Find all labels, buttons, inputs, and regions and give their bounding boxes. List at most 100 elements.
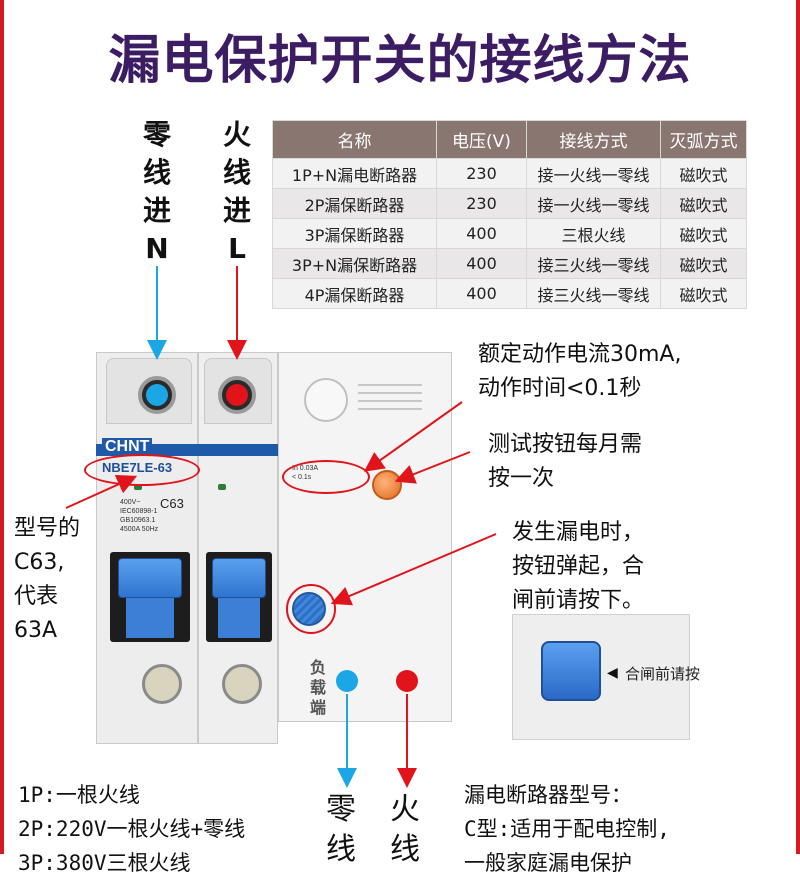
- annotation-line: 63A: [14, 618, 58, 643]
- load-side-char: 端: [309, 698, 326, 717]
- table-cell: 接一火线一零线: [526, 188, 661, 219]
- vent-cap: [304, 378, 348, 422]
- table-cell: 3P+N漏保断路器: [272, 248, 437, 279]
- vent-grille: [358, 400, 422, 402]
- live-in-char: 火: [222, 118, 251, 151]
- table-cell: 磁吹式: [660, 218, 747, 249]
- neutral-in-char: N: [145, 232, 169, 265]
- live-marker-dot: [226, 384, 248, 406]
- leakage-reset-annotation: 发生漏电时， 按钮弹起，合 闸前请按下。: [512, 516, 644, 618]
- vent-grille: [358, 408, 422, 410]
- pole-line: 1P:一根火线: [18, 783, 140, 807]
- closeup-label: 合闸前请按: [625, 665, 701, 683]
- neutral-toggle-handle[interactable]: [118, 558, 182, 598]
- live-toggle-handle[interactable]: [212, 558, 266, 598]
- live-out-terminal: [222, 664, 262, 704]
- neutral-in-char: 进: [142, 194, 171, 227]
- table-row: 3P漏保断路器 400 三根火线 磁吹式: [272, 218, 747, 249]
- reset-button-closeup: ◀ 合闸前请按: [512, 614, 700, 740]
- table-cell: 400: [436, 248, 527, 279]
- live-in-label: 火 线 进 L: [214, 116, 260, 268]
- neutral-out-char: 线: [326, 832, 356, 867]
- annotation-line: 按一次: [488, 466, 555, 491]
- table-header-cell: 接线方式: [526, 120, 661, 159]
- table-cell: 接三火线一零线: [526, 248, 661, 279]
- closeup-reset-button: [541, 641, 601, 701]
- type-line: C型:适用于配电控制,: [464, 817, 670, 841]
- right-frame-border: [796, 0, 800, 854]
- table-cell: 400: [436, 218, 527, 249]
- table-cell: 230: [436, 158, 527, 189]
- annotation-line: 型号的: [14, 516, 81, 541]
- left-pointer-icon: ◀: [607, 665, 618, 681]
- test-button[interactable]: [372, 470, 402, 500]
- table-cell: 1P+N漏电断路器: [272, 158, 437, 189]
- table-header-row: 名称 电压(V) 接线方式 灭弧方式: [272, 120, 747, 159]
- type-line: 漏电断路器型号：: [464, 783, 632, 807]
- live-out-char: 线: [390, 832, 420, 867]
- vent-grille: [358, 392, 422, 394]
- annotation-line: 闸前请按下。: [512, 588, 645, 613]
- left-frame-border: [0, 0, 4, 854]
- table-row: 4P漏保断路器 400 接三火线一零线 磁吹式: [272, 278, 747, 309]
- annotation-line: 按钮弹起，合: [512, 554, 645, 579]
- table-cell: 接一火线一零线: [526, 158, 661, 189]
- page-title: 漏电保护开关的接线方法: [108, 31, 692, 91]
- model-highlight-ring: [84, 454, 200, 486]
- load-side-char: 载: [309, 678, 326, 697]
- rating-highlight-ring: [282, 460, 370, 494]
- live-in-char: 进: [222, 194, 251, 227]
- pole-line: 2P:220V一根火线+零线: [18, 817, 246, 841]
- load-side-label: 负 载 端: [306, 658, 330, 718]
- load-side-char: 负: [309, 658, 326, 677]
- neutral-out-marker-dot: [336, 670, 358, 692]
- table-cell: 磁吹式: [660, 248, 747, 279]
- annotation-line: C63,: [14, 550, 65, 575]
- brand-logo: CHNT: [102, 438, 153, 456]
- pole-description: 1P:一根火线 2P:220V一根火线+零线 3P:380V三根火线: [18, 778, 245, 880]
- neutral-in-char: 线: [142, 156, 171, 189]
- annotation-line: 代表: [14, 584, 59, 609]
- reset-highlight-ring: [286, 584, 336, 634]
- rated-current-annotation: 额定动作电流30mA, 动作时间<0.1秒: [478, 338, 681, 406]
- table-cell: 接三火线一零线: [526, 278, 661, 309]
- table-cell: 3P漏保断路器: [272, 218, 437, 249]
- neutral-out-label: 零 线: [318, 790, 364, 870]
- live-toggle-stem: [218, 598, 260, 638]
- live-in-char: L: [228, 232, 246, 265]
- live-out-marker-dot: [396, 670, 418, 692]
- table-header-cell: 电压(V): [436, 120, 527, 159]
- breaker-type-description: 漏电断路器型号： C型:适用于配电控制, 一般家庭漏电保护: [464, 778, 670, 880]
- vent-grille: [358, 384, 422, 386]
- neutral-in-char: 零: [142, 118, 171, 151]
- spec-table: 名称 电压(V) 接线方式 灭弧方式 1P+N漏电断路器 230 接一火线一零线…: [272, 120, 747, 309]
- neutral-out-terminal: [142, 664, 182, 704]
- table-cell: 400: [436, 278, 527, 309]
- table-cell: 4P漏保断路器: [272, 278, 437, 309]
- table-cell: 磁吹式: [660, 158, 747, 189]
- table-cell: 230: [436, 188, 527, 219]
- table-row: 1P+N漏电断路器 230 接一火线一零线 磁吹式: [272, 158, 747, 189]
- live-out-label: 火 线: [382, 790, 428, 870]
- test-button-annotation: 测试按钮每月需 按一次: [488, 428, 642, 496]
- table-cell: 磁吹式: [660, 278, 747, 309]
- annotation-line: 动作时间<0.1秒: [478, 376, 642, 401]
- table-header-cell: 名称: [272, 120, 437, 159]
- annotation-line: 发生漏电时，: [512, 520, 645, 545]
- neutral-toggle-stem: [126, 598, 174, 638]
- status-indicator: [134, 484, 142, 490]
- model-annotation: 型号的 C63, 代表 63A: [14, 512, 80, 648]
- type-line: 一般家庭漏电保护: [464, 851, 632, 875]
- neutral-marker-dot: [146, 384, 168, 406]
- table-row: 2P漏保断路器 230 接一火线一零线 磁吹式: [272, 188, 747, 219]
- status-indicator: [218, 484, 226, 490]
- table-cell: 磁吹式: [660, 188, 747, 219]
- rating-c63: C63: [160, 496, 184, 511]
- neutral-in-label: 零 线 进 N: [134, 116, 180, 268]
- annotation-line: 额定动作电流30mA,: [478, 342, 682, 367]
- table-cell: 三根火线: [526, 218, 661, 249]
- annotation-line: 测试按钮每月需: [488, 432, 643, 457]
- table-row: 3P+N漏保断路器 400 接三火线一零线 磁吹式: [272, 248, 747, 279]
